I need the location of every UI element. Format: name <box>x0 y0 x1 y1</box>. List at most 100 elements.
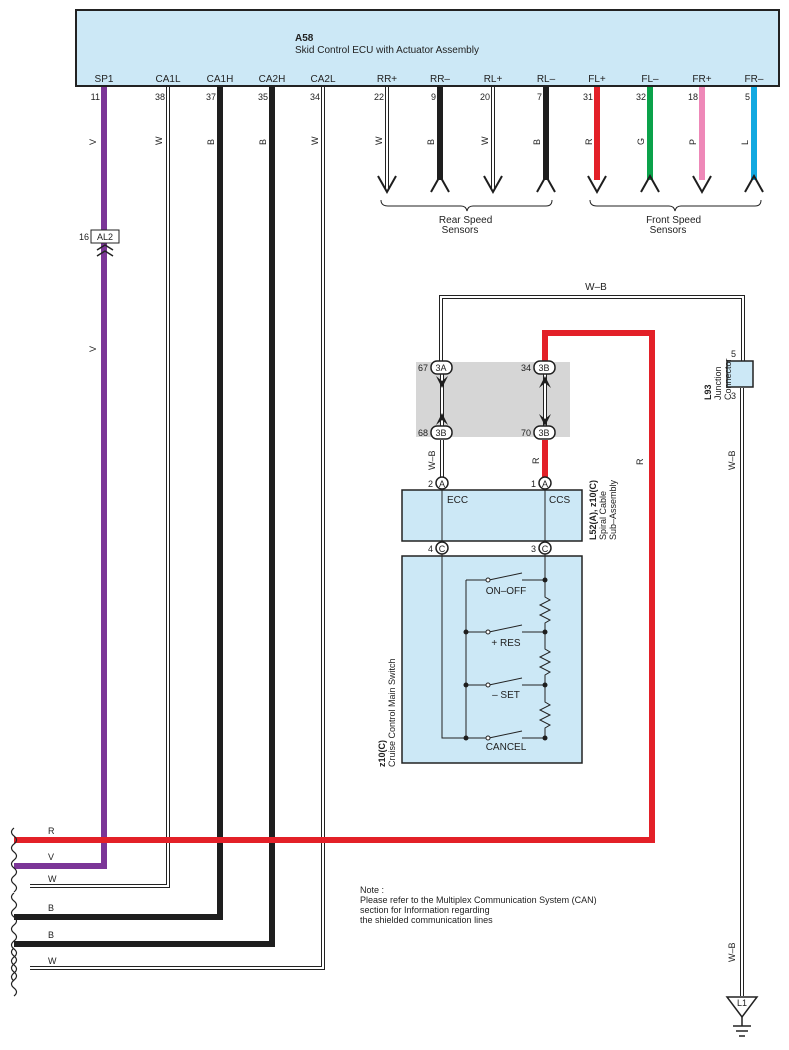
wire-wb-loop-label: W–B <box>585 282 607 293</box>
al2-connector <box>90 229 120 244</box>
arrow-down-icon <box>377 175 397 195</box>
contact <box>485 629 491 635</box>
set-blade <box>488 677 523 686</box>
main-switch-code: z10(C) <box>377 740 387 767</box>
note-line-1: Note : <box>360 885 384 895</box>
switch-label-set: – SET <box>492 690 520 701</box>
harness-code-w2: W <box>48 956 57 966</box>
ecu-code: A58 <box>295 33 314 44</box>
arrow-down-icon <box>539 414 551 426</box>
wire-wb-loop-core <box>440 296 744 365</box>
shield-pins: 3A 67 3B 34 3B 68 3B 70 <box>418 360 556 440</box>
pin-label-fl-minus: FL– <box>641 74 659 85</box>
harness-code-b2: B <box>48 930 54 940</box>
rear-sensors-brace <box>380 199 553 212</box>
node <box>542 735 548 741</box>
harness-code-v: V <box>48 852 54 862</box>
pin-num-sp1: 11 <box>91 92 100 102</box>
arrow-down-icon <box>483 175 503 195</box>
arrow-down-icon <box>587 175 607 195</box>
wire-ecc-code: W–B <box>427 450 437 470</box>
wire-code-ca2l: W <box>310 136 320 145</box>
spiral-pin-3c-num: 3 <box>531 544 536 554</box>
pin-label-sp1: SP1 <box>95 74 114 85</box>
note: Note : Please refer to the Multiplex Com… <box>360 885 597 925</box>
spiral-pins: A 2 A 1 C 4 C 3 <box>428 476 552 555</box>
wire-ccs-code: R <box>531 457 541 464</box>
pin-num-ca1h: 37 <box>206 92 216 102</box>
spiral-pin-2a-num: 2 <box>428 479 433 489</box>
arrow-up-icon <box>640 173 660 193</box>
wire-code-rr-plus: W <box>374 136 384 145</box>
wire-code-rl-plus: W <box>480 136 490 145</box>
pin-num-fl-plus: 31 <box>583 92 593 102</box>
spiral-pin-4c-num: 4 <box>428 544 433 554</box>
spiral-ccs-label: CCS <box>549 495 570 506</box>
switch-nodes <box>463 577 548 741</box>
wire-red-ccs <box>14 330 655 843</box>
spiral-pin-1a-code: A <box>542 479 548 489</box>
wire-code-rl-minus: B <box>532 139 542 145</box>
shield-pin-34 <box>533 360 556 375</box>
node <box>542 577 548 583</box>
pin-num-rr-plus: 22 <box>374 92 384 102</box>
wire-code-ca1l: W <box>154 136 164 145</box>
shield-pin-34-code: 3B <box>538 363 549 373</box>
spiral-pin-1a-num: 1 <box>531 479 536 489</box>
arrow-up-icon <box>430 173 450 193</box>
junction-connector-box <box>726 360 754 388</box>
shield-pin-70 <box>533 425 556 440</box>
arrow-up-icon <box>744 173 764 193</box>
wire-ca1l <box>30 87 170 888</box>
junction-name-line-1: Junction <box>713 366 723 400</box>
ecu-pin-numbers: 11 38 37 35 34 22 9 20 7 31 32 18 5 <box>91 92 750 102</box>
switch-label-on-off: ON–OFF <box>486 586 527 597</box>
al2-code: AL2 <box>97 232 113 242</box>
wire-code-fl-minus: G <box>636 138 646 145</box>
front-sensors-label: Front Speed Sensors <box>646 215 704 236</box>
wire-ca2h <box>14 87 275 947</box>
pin-label-fl-plus: FL+ <box>588 74 606 85</box>
ground-triangle <box>725 996 759 1019</box>
pin-num-rl-minus: 7 <box>537 92 542 102</box>
wire-wb-ground-code-2: W–B <box>727 942 737 962</box>
node <box>463 629 469 635</box>
ground-code: L1 <box>737 998 747 1008</box>
shield-pin-68 <box>430 425 453 440</box>
spiral-name-line-1: Spiral Cable <box>598 491 608 540</box>
ecu-name: Skid Control ECU with Actuator Assembly <box>295 45 479 56</box>
spiral-cable-box <box>401 489 583 542</box>
pin-num-rr-minus: 9 <box>431 92 436 102</box>
pin-label-ca2h: CA2H <box>259 74 286 85</box>
cancel-blade <box>488 730 523 739</box>
wire-code-ca2h: B <box>258 139 268 145</box>
wire-code-fl-plus: R <box>584 138 594 145</box>
contact <box>485 577 491 583</box>
ecu-box <box>75 9 780 87</box>
spiral-pin-3c-code: C <box>542 544 549 554</box>
shield-pin-68-code: 3B <box>435 428 446 438</box>
junction-pin-bottom: 3 <box>731 391 736 401</box>
shield-pin-67-code: 3A <box>435 363 446 373</box>
wire-code-fr-plus: P <box>688 139 698 145</box>
switch-left-rail <box>441 554 466 739</box>
harness-break-icons <box>10 827 18 997</box>
harness-code-b1: B <box>48 903 54 913</box>
arrow-down-icon <box>436 376 448 388</box>
shield-arrows <box>436 376 551 426</box>
rear-sensors-label: Rear Speed Sensors <box>439 215 495 236</box>
spiral-pin-4c-code: C <box>439 544 446 554</box>
spiral-cable-label: L52(A), z10(C) Spiral Cable Sub–Assembly <box>588 477 618 540</box>
pin-label-rl-plus: RL+ <box>484 74 503 85</box>
note-line-4: the shielded communication lines <box>360 915 493 925</box>
wire-wb-ground-code-1: W–B <box>727 450 737 470</box>
pin-num-ca1l: 38 <box>155 92 165 102</box>
resistor-1 <box>538 580 552 632</box>
spiral-code: L52(A), z10(C) <box>588 480 598 540</box>
pin-label-rl-minus: RL– <box>537 74 556 85</box>
note-line-3: section for Information regarding <box>360 905 490 915</box>
note-line-2: Please refer to the Multiplex Communicat… <box>360 895 597 905</box>
pin-label-ca1h: CA1H <box>207 74 234 85</box>
pin-num-fr-minus: 5 <box>745 92 750 102</box>
